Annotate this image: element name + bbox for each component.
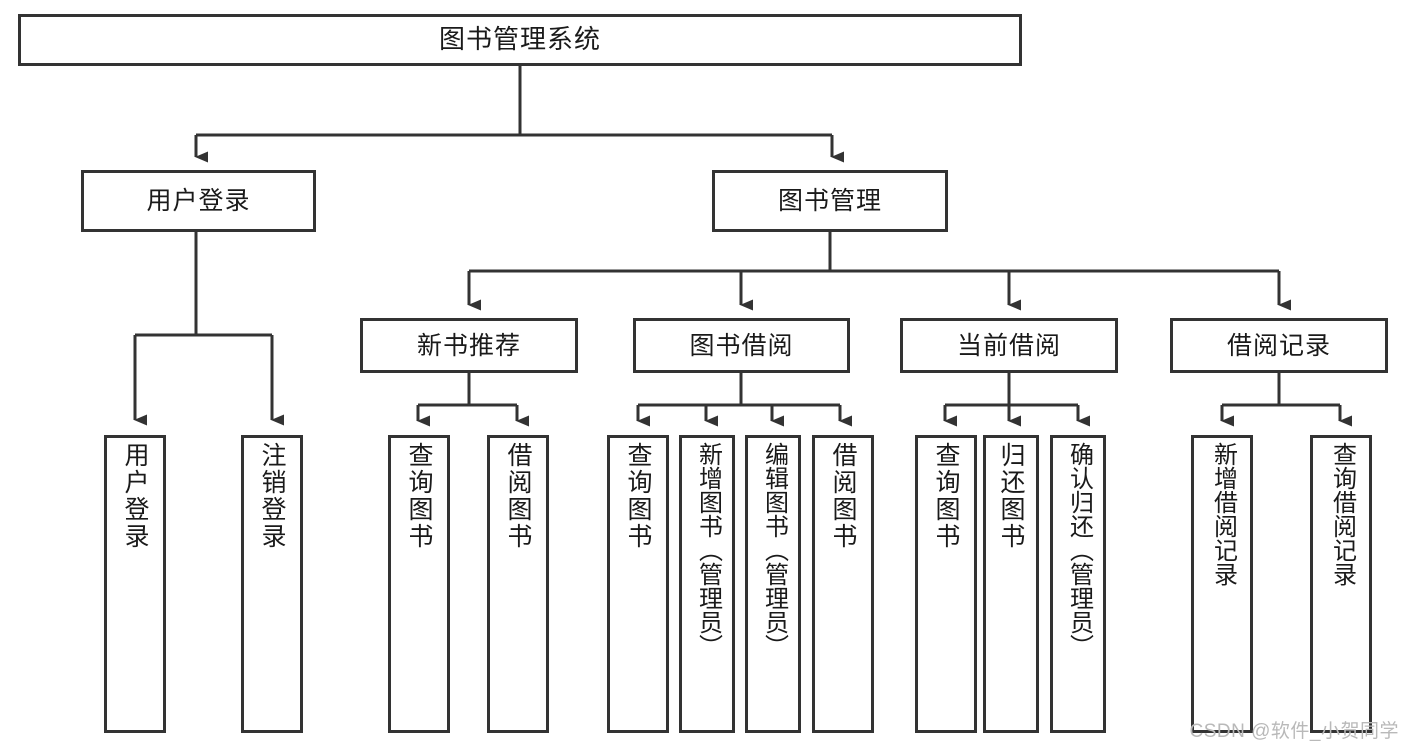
node-current-borrow-label: 当前借阅 (956, 331, 1061, 360)
leaf-logout-label: 注销登录 (258, 442, 286, 550)
node-new-book-recommend-label: 新书推荐 (416, 331, 521, 360)
node-book-management[interactable]: 图书管理 (712, 170, 948, 232)
leaf-borrow-book-recommend[interactable]: 借阅图书 (487, 435, 549, 733)
node-root[interactable]: 图书管理系统 (18, 14, 1022, 66)
leaf-user-login-label: 用户登录 (121, 442, 149, 550)
leaf-query-book-recommend[interactable]: 查询图书 (388, 435, 450, 733)
node-root-label: 图书管理系统 (438, 24, 601, 55)
leaf-borrow-book-recommend-label: 借阅图书 (504, 442, 532, 550)
node-user-login[interactable]: 用户登录 (81, 170, 316, 232)
node-book-management-label: 图书管理 (777, 187, 882, 215)
leaf-logout[interactable]: 注销登录 (241, 435, 303, 733)
leaf-query-book-borrow-label: 查询图书 (624, 442, 652, 550)
leaf-confirm-return-admin-label: 确认归还（管理员） (1065, 442, 1093, 658)
node-new-book-recommend[interactable]: 新书推荐 (360, 318, 578, 373)
leaf-borrow-book[interactable]: 借阅图书 (812, 435, 874, 733)
leaf-query-book-borrow[interactable]: 查询图书 (607, 435, 669, 733)
csdn-watermark: CSDN @软件_小贺同学 (1189, 721, 1399, 742)
leaf-user-login[interactable]: 用户登录 (104, 435, 166, 733)
leaf-edit-book-admin-label: 编辑图书（管理员） (760, 442, 788, 658)
leaf-borrow-book-label: 借阅图书 (829, 442, 857, 550)
leaf-query-book-current-label: 查询图书 (932, 442, 960, 550)
leaf-confirm-return-admin[interactable]: 确认归还（管理员） (1050, 435, 1106, 733)
leaf-return-book[interactable]: 归还图书 (983, 435, 1039, 733)
node-book-borrow-label: 图书借阅 (689, 331, 794, 360)
node-book-borrow[interactable]: 图书借阅 (633, 318, 850, 373)
node-current-borrow[interactable]: 当前借阅 (900, 318, 1118, 373)
node-borrow-records[interactable]: 借阅记录 (1170, 318, 1388, 373)
node-user-login-label: 用户登录 (146, 187, 251, 215)
leaf-query-book-current[interactable]: 查询图书 (915, 435, 977, 733)
leaf-query-borrow-record[interactable]: 查询借阅记录 (1310, 435, 1372, 733)
leaf-edit-book-admin[interactable]: 编辑图书（管理员） (745, 435, 801, 733)
leaf-add-book-admin[interactable]: 新增图书（管理员） (679, 435, 735, 733)
leaf-add-borrow-record-label: 新增借阅记录 (1209, 442, 1237, 586)
node-borrow-records-label: 借阅记录 (1226, 331, 1331, 360)
leaf-return-book-label: 归还图书 (997, 442, 1025, 550)
leaf-query-book-recommend-label: 查询图书 (405, 442, 433, 550)
leaf-query-borrow-record-label: 查询借阅记录 (1328, 442, 1356, 586)
leaf-add-borrow-record[interactable]: 新增借阅记录 (1191, 435, 1253, 733)
leaf-add-book-admin-label: 新增图书（管理员） (694, 442, 722, 658)
